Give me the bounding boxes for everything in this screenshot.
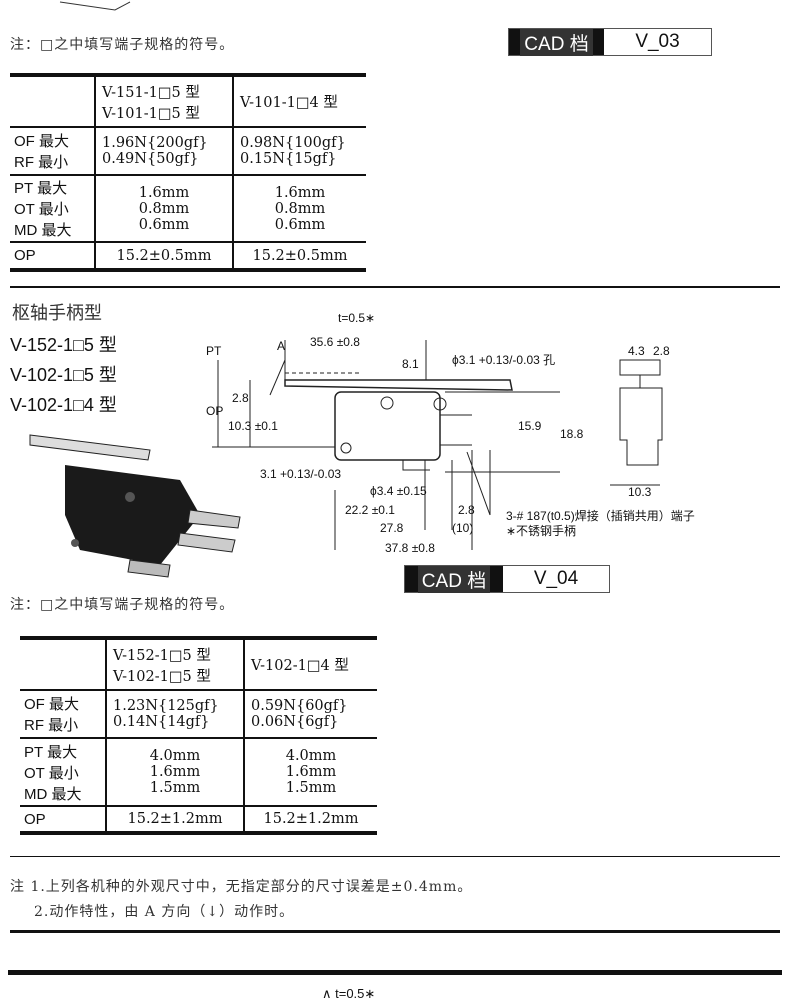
header-col-b: V-102-1□4 型 (243, 638, 377, 690)
cad-code: V_04 (503, 566, 609, 592)
text-value: MD 最大 (24, 785, 82, 803)
text-value: 4.3 (628, 344, 645, 358)
header-col-a: V-152-1□5 型 V-102-1□5 型 (105, 638, 244, 690)
text-value: (10) (452, 521, 473, 535)
text-value: 8.1 (402, 357, 419, 371)
text-value: OF 最大 (24, 696, 79, 713)
text-value: A (277, 339, 285, 353)
header-col-b: V-101-1□4 型 (232, 75, 366, 127)
text-value: 1.6mm (138, 184, 190, 201)
text-value: V-102-1□5 型 (113, 668, 211, 685)
text-value: 15.9 (518, 419, 542, 433)
header-col-a: V-151-1□5 型 V-101-1□5 型 (94, 75, 233, 127)
text-value: PT (206, 344, 222, 358)
text-value: RF 最小 (24, 717, 79, 734)
row-label: PT 最大 OT 最小 MD 最大 (20, 738, 106, 806)
divider (10, 930, 780, 933)
text-value: 22.2 ±0.1 (345, 503, 395, 517)
spec-table-1: V-151-1□5 型 V-101-1□5 型 V-101-1□4 型 OF 最大… (10, 73, 366, 272)
text-value: ϕ3.1 +0.13/-0.03 孔 (452, 353, 555, 367)
drawing-fragment (59, 1, 131, 11)
terminal-note: 注：□之中填写端子规格的符号。 (10, 37, 235, 53)
text-value: 10.3 ±0.1 (228, 419, 278, 433)
text-value: 0.06N{6gf} (251, 714, 339, 730)
text-value: 27.8 (380, 521, 404, 535)
row-label: OF 最大 RF 最小 (20, 690, 106, 738)
text-value: 37.8 ±0.8 (385, 541, 435, 555)
text-value: 0.98N{100gf} (240, 135, 346, 151)
text-value: 0.59N{60gf} (251, 698, 348, 714)
text-value: PT 最大 (14, 180, 68, 197)
text-value: ∗不锈钢手柄 (506, 524, 576, 538)
divider (8, 970, 782, 975)
cad-label: CAD 档 (520, 28, 593, 56)
text-value: t=0.5∗ (338, 311, 375, 325)
text-value: 1.5mm (149, 780, 201, 796)
text-value: 2.8 (458, 503, 475, 517)
text-value: 0.8mm (274, 200, 326, 217)
row-label: OF 最大 RF 最小 (10, 127, 95, 175)
text-value: 10.3 (628, 485, 652, 499)
text-value: ϕ3.4 ±0.15 (370, 484, 427, 498)
text-value: 1.6mm (285, 764, 337, 780)
text-value: 0.49N{50gf} (102, 151, 199, 167)
next-section-fragment: ∧ t=0.5∗ (322, 986, 376, 1000)
text-value: 1.5mm (285, 780, 337, 796)
cad-code: V_03 (604, 29, 711, 55)
model-name: V-152-1□5 型 (10, 335, 117, 355)
text-value: V-101-1□5 型 (102, 105, 200, 122)
text-value: 15.2±1.2mm (105, 806, 244, 833)
switch-photo (29, 434, 241, 578)
text-value: 0.15N{15gf} (240, 151, 337, 167)
model-name: V-102-1□5 型 (10, 365, 117, 385)
spec-table-2: V-152-1□5 型 V-102-1□5 型 V-102-1□4 型 OF 最大… (20, 636, 377, 835)
text-value: OT 最小 (24, 764, 79, 782)
cad-file-badge: CAD 档 V_04 (404, 565, 610, 593)
text-value: OF 最大 (14, 133, 69, 150)
text-value: 3.1 +0.13/-0.03 (260, 467, 341, 481)
text-value: V-152-1□5 型 (113, 647, 211, 664)
footnote: 注 1.上列各机种的外观尺寸中，无指定部分的尺寸误差是±0.4mm。 (10, 879, 473, 895)
text-value: 4.0mm (285, 748, 337, 764)
text-value: 1.6mm (274, 184, 326, 201)
text-value: OT 最小 (14, 201, 69, 218)
section-title: 枢轴手柄型 (12, 303, 102, 323)
footnote: 2.动作特性，由 A 方向（↓）动作时。 (34, 904, 295, 920)
divider (10, 856, 780, 857)
text-value: 15.2±0.5mm (94, 242, 233, 270)
text-value: 0.8mm (138, 200, 190, 217)
text-value: 1.6mm (149, 764, 201, 780)
text-value: 3-# 187(t0.5)焊接（插销共用）端子 (506, 508, 695, 523)
divider (10, 286, 780, 288)
cad-label: CAD 档 (417, 565, 491, 593)
text-value: 0.6mm (138, 216, 190, 233)
text-value: 1.96N{200gf} (102, 135, 208, 151)
text-value: OP (14, 247, 36, 264)
text-value: RF 最小 (14, 154, 69, 171)
model-name: V-102-1□4 型 (10, 395, 117, 415)
text-value: OP (24, 810, 46, 828)
text-value: 18.8 (560, 427, 584, 441)
terminal-note: 注：□之中填写端子规格的符号。 (10, 597, 235, 613)
dimension-diagram: t=0.5∗ PT A OP 35.6 ±0.8 8.1 ϕ3.1 +0.13/… (206, 311, 695, 555)
text-value: 15.2±0.5mm (232, 242, 366, 270)
text-value: 2.8 (232, 391, 249, 405)
text-value: 0.6mm (274, 216, 326, 233)
text-value: MD 最大 (14, 222, 72, 239)
row-label: PT 最大 OT 最小 MD 最大 (10, 175, 95, 242)
text-value: 4.0mm (149, 748, 201, 764)
text-value: 35.6 ±0.8 (310, 335, 360, 349)
text-value: V-151-1□5 型 (102, 84, 200, 101)
text-value: 0.14N{14gf} (113, 714, 210, 730)
text-value: PT 最大 (24, 743, 78, 761)
text-value: 15.2±1.2mm (243, 806, 377, 833)
cad-file-badge: CAD 档 V_03 (508, 28, 712, 56)
text-value: 1.23N{125gf} (113, 698, 219, 714)
text-value: OP (206, 404, 223, 418)
text-value: 2.8 (653, 344, 670, 358)
